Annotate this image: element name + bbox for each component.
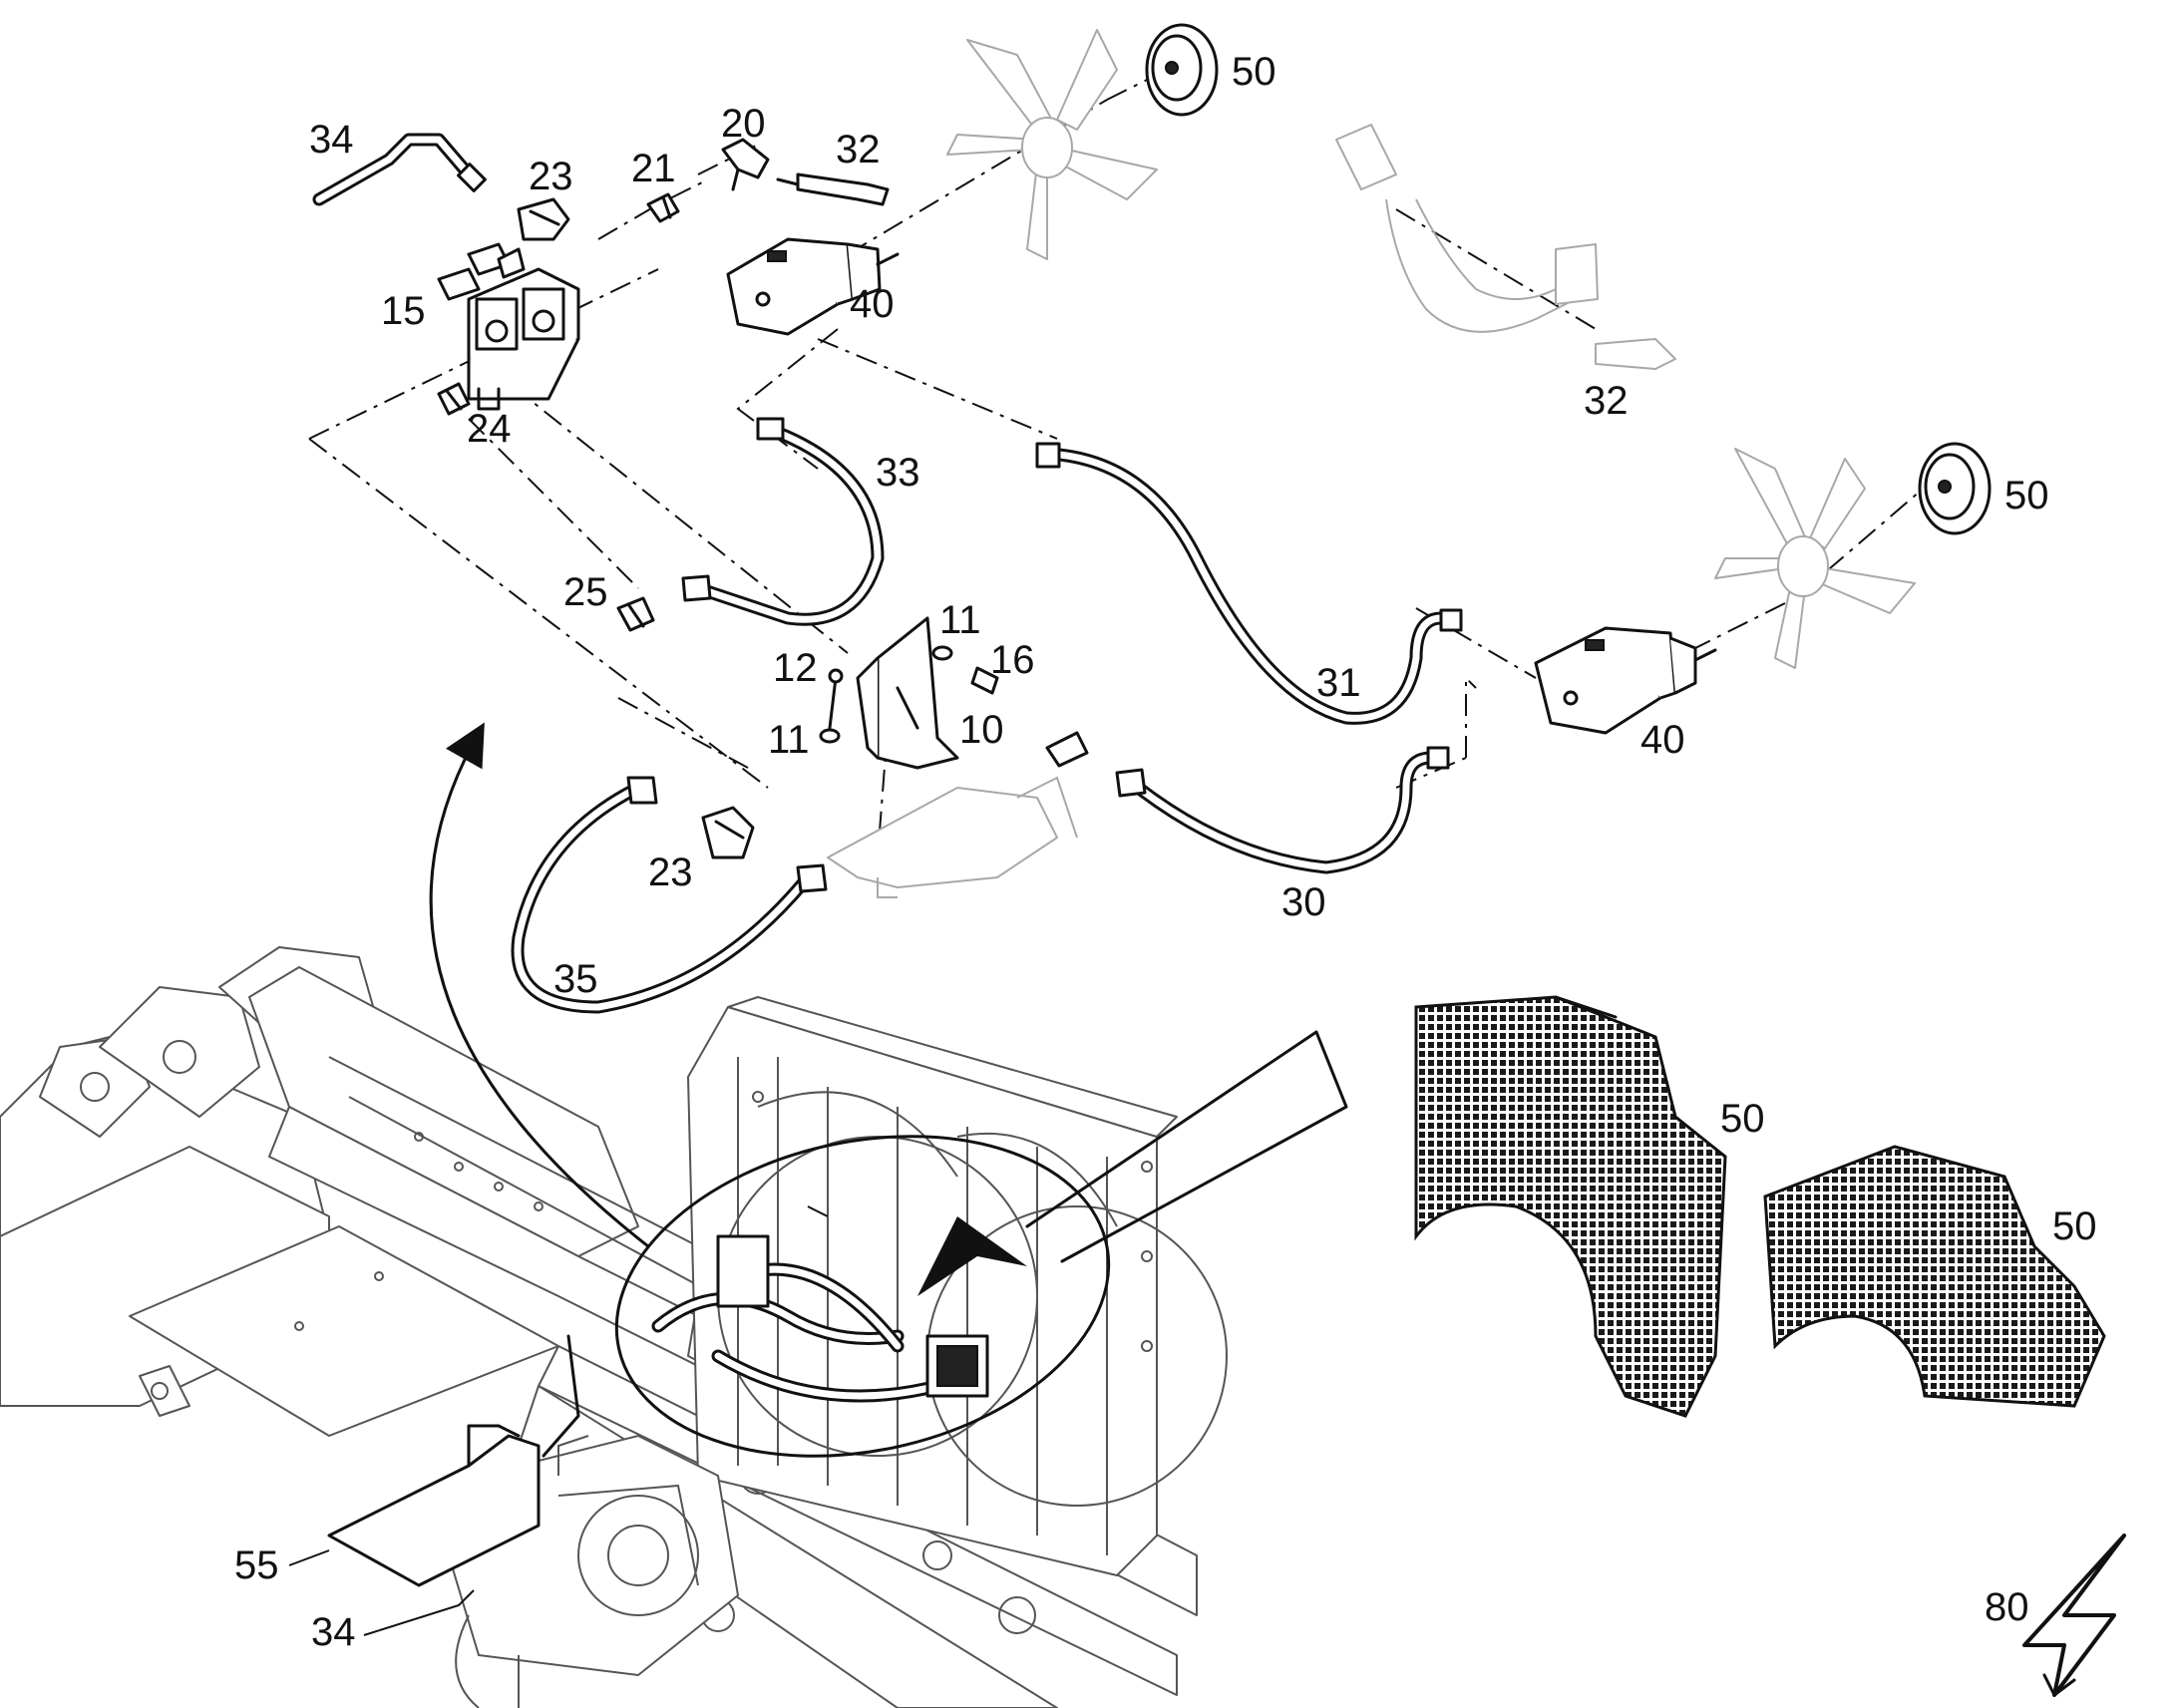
callout-31: 31 bbox=[1316, 661, 1361, 705]
callout-50-right: 50 bbox=[2004, 474, 2049, 517]
part-25-fitting bbox=[616, 596, 655, 632]
callout-16: 16 bbox=[990, 638, 1035, 682]
part-50-hub-right bbox=[1918, 442, 1992, 535]
callout-15: 15 bbox=[381, 289, 426, 333]
part-31-hose bbox=[1035, 442, 1463, 725]
callout-23-top: 23 bbox=[529, 155, 573, 198]
callout-11-right: 11 bbox=[939, 598, 981, 642]
part-23-cap-top bbox=[517, 197, 570, 241]
callout-40-top: 40 bbox=[850, 282, 895, 326]
part-50-guard-right bbox=[1763, 1145, 2106, 1408]
callout-34-bottom: 34 bbox=[311, 1610, 356, 1654]
part-50-guard-left bbox=[1414, 995, 1727, 1418]
callout-33: 33 bbox=[876, 451, 920, 495]
detail-magnifier bbox=[614, 1030, 1348, 1458]
callout-30: 30 bbox=[1281, 880, 1326, 924]
part-20-elbow bbox=[721, 138, 770, 191]
callout-24: 24 bbox=[467, 407, 512, 451]
fan-top-ghost bbox=[946, 29, 1158, 260]
callout-20: 20 bbox=[721, 102, 766, 146]
leader-lines bbox=[288, 1549, 475, 1636]
part-35-hose bbox=[511, 776, 828, 1014]
part-11-washer-right bbox=[931, 645, 953, 661]
part-24-fitting bbox=[437, 382, 471, 416]
ghost-plate bbox=[827, 731, 1089, 898]
callout-23-bottom: 23 bbox=[648, 851, 693, 894]
callout-35: 35 bbox=[553, 957, 598, 1001]
lightning-icon bbox=[2022, 1534, 2126, 1697]
part-10-bracket bbox=[856, 616, 959, 770]
part-11-washer-left bbox=[819, 728, 841, 744]
callout-21: 21 bbox=[631, 147, 676, 190]
callout-34-top: 34 bbox=[309, 118, 354, 162]
part-30-hose bbox=[1115, 746, 1450, 874]
part-21-fitting bbox=[646, 192, 680, 223]
callout-50-guard-left: 50 bbox=[1720, 1097, 1765, 1141]
part-32-sensor-top bbox=[776, 172, 890, 206]
callout-32-top: 32 bbox=[836, 128, 881, 171]
part-40-motor-top bbox=[726, 237, 900, 336]
part-15-valve-block bbox=[437, 242, 580, 411]
part-50-hub-top bbox=[1145, 23, 1219, 117]
part-40-motor-right bbox=[1534, 626, 1717, 735]
ghost-bracket bbox=[1335, 124, 1599, 333]
callout-11-left: 11 bbox=[768, 718, 810, 762]
callout-labels: 34 23 21 20 32 50 15 40 24 32 33 50 25 1… bbox=[234, 50, 2097, 1654]
part-32-sensor-right bbox=[1595, 338, 1676, 370]
callout-55: 55 bbox=[234, 1543, 279, 1587]
callout-10: 10 bbox=[959, 708, 1004, 752]
part-55-plate bbox=[327, 1334, 580, 1587]
connection-lines bbox=[308, 69, 1936, 1217]
callout-80: 80 bbox=[1985, 1585, 2029, 1629]
callout-40-right: 40 bbox=[1640, 718, 1685, 762]
part-23-cap-bottom bbox=[701, 806, 755, 859]
detail-hoses bbox=[651, 1234, 989, 1403]
callout-50-guard-right: 50 bbox=[2052, 1204, 2097, 1248]
part-33-hose bbox=[681, 417, 885, 626]
view-arrow bbox=[429, 722, 650, 1248]
fan-right-ghost bbox=[1714, 448, 1916, 669]
callout-50-top: 50 bbox=[1232, 50, 1276, 94]
callout-25: 25 bbox=[563, 570, 608, 614]
part-12-bolt bbox=[828, 668, 844, 730]
part-34-pipe bbox=[312, 133, 487, 206]
callout-32-right: 32 bbox=[1584, 379, 1629, 423]
callout-12: 12 bbox=[773, 646, 818, 690]
part-16-bolt bbox=[970, 666, 999, 695]
